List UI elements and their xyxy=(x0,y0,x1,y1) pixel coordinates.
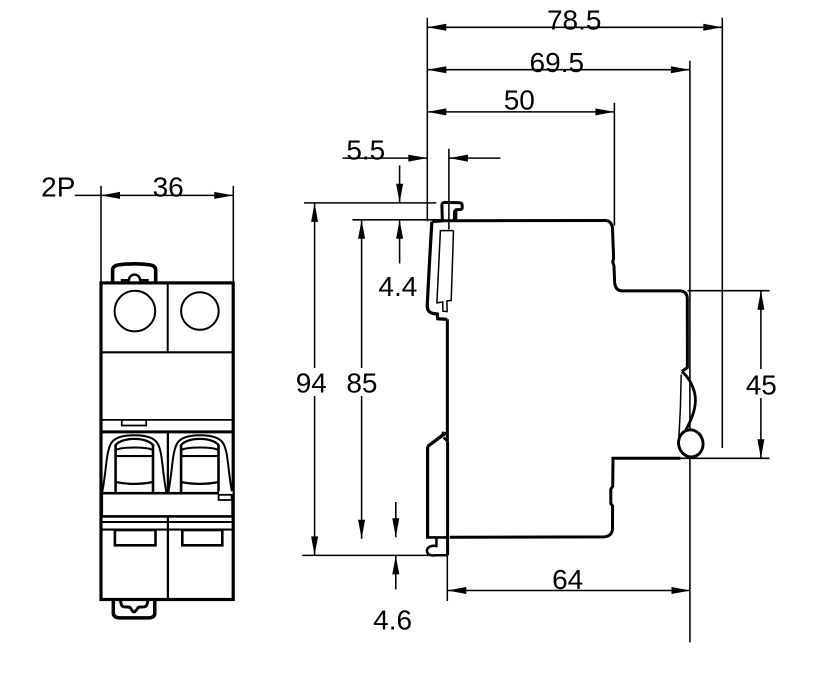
svg-text:69.5: 69.5 xyxy=(530,47,585,78)
svg-text:36: 36 xyxy=(153,172,184,203)
svg-text:78.5: 78.5 xyxy=(547,5,602,36)
svg-text:4.6: 4.6 xyxy=(373,605,412,636)
svg-text:45: 45 xyxy=(746,370,777,401)
svg-text:64: 64 xyxy=(552,564,583,595)
svg-text:2P: 2P xyxy=(41,172,75,203)
svg-text:94: 94 xyxy=(296,368,327,399)
svg-text:5.5: 5.5 xyxy=(346,135,385,166)
svg-text:50: 50 xyxy=(504,85,535,116)
svg-text:4.4: 4.4 xyxy=(378,271,417,302)
svg-text:85: 85 xyxy=(346,368,377,399)
